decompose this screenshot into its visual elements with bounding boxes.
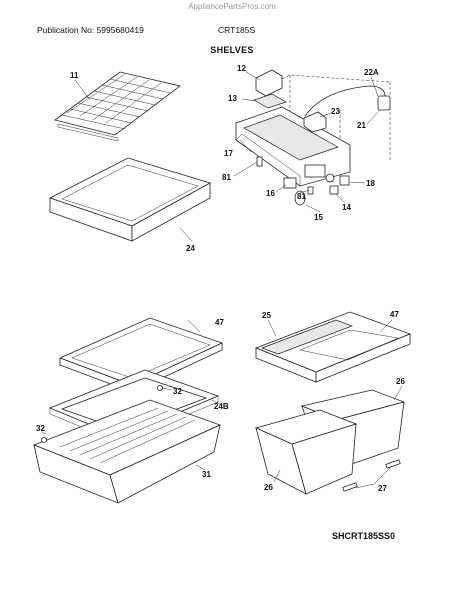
callout-23: 23 xyxy=(331,107,340,116)
callout-26-left: 26 xyxy=(264,483,273,492)
callout-31: 31 xyxy=(202,470,211,479)
callout-81-right: 81 xyxy=(297,192,306,201)
callout-47-right: 47 xyxy=(390,310,399,319)
callout-12: 12 xyxy=(237,64,246,73)
callout-13: 13 xyxy=(228,94,237,103)
callout-25: 25 xyxy=(262,311,271,320)
callout-27: 27 xyxy=(378,484,387,493)
callout-32-top: 32 xyxy=(173,387,182,396)
callout-47-left: 47 xyxy=(215,318,224,327)
watermark: AppliancePartsPros.com xyxy=(188,2,276,11)
callout-24b: 24B xyxy=(214,402,229,411)
leader-24 xyxy=(179,227,193,242)
callout-26-right: 26 xyxy=(396,377,405,386)
leaders-bottom-right xyxy=(267,319,403,489)
drawer-slide-icon xyxy=(342,482,358,492)
wire-shelf[interactable] xyxy=(54,71,181,142)
leaders-top-right xyxy=(233,71,381,213)
screw-icon xyxy=(41,437,47,443)
callout-81-left: 81 xyxy=(222,173,231,182)
crisper-cover-frame-right[interactable] xyxy=(254,311,412,383)
callout-24: 24 xyxy=(186,244,195,253)
model-number: CRT185S xyxy=(218,25,256,35)
leader-11 xyxy=(74,79,91,101)
callout-18: 18 xyxy=(366,179,375,188)
callout-32-left: 32 xyxy=(36,424,45,433)
crisper-drawer-left[interactable] xyxy=(32,399,222,504)
glass-shelf[interactable] xyxy=(48,157,212,242)
crisper-cover-assembly[interactable] xyxy=(235,69,391,206)
callout-16: 16 xyxy=(266,189,275,198)
callout-14: 14 xyxy=(342,203,351,212)
drawer-slide-icon xyxy=(385,459,401,469)
callout-21: 21 xyxy=(357,121,366,130)
callout-22a: 22A xyxy=(364,68,379,77)
callout-11: 11 xyxy=(70,71,79,80)
crisper-drawer-right-front[interactable] xyxy=(254,409,358,495)
leaders-bottom-left xyxy=(41,319,221,471)
callout-17: 17 xyxy=(224,149,233,158)
screw-icon xyxy=(157,385,163,391)
publication-number: Publication No: 5995680419 xyxy=(37,25,144,35)
callout-15: 15 xyxy=(314,213,323,222)
diagram-code: SHCRT185SS0 xyxy=(332,531,396,541)
section-title: SHELVES xyxy=(210,45,254,55)
